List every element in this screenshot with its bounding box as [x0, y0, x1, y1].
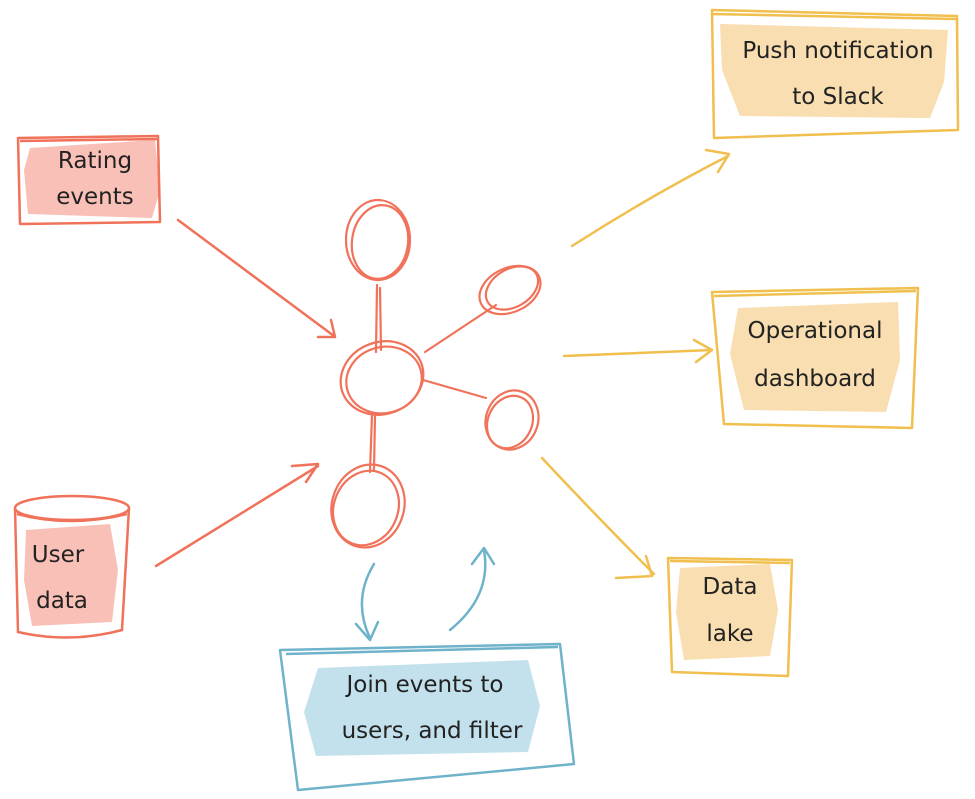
data-lake-border — [666, 556, 794, 678]
edge-rating-to-hub — [176, 218, 337, 339]
database-cylinder-icon — [13, 494, 131, 639]
operational-dashboard-border — [710, 286, 920, 430]
join-filter-label-line1: Join events to — [344, 672, 503, 698]
push-notification-label-line2: to Slack — [792, 84, 884, 110]
rating-events-border — [16, 134, 162, 226]
rating-events-highlight — [24, 140, 160, 218]
rating-events-label-line2: events — [56, 184, 134, 210]
push-notification-border — [710, 8, 960, 140]
data-lake-label-line2: lake — [706, 621, 753, 647]
user-data-highlight — [24, 524, 118, 626]
operational-dashboard-node[interactable]: Operational dashboard — [710, 286, 920, 430]
edge-hub-to-datalake — [540, 456, 656, 580]
rating-events-label-line1: Rating — [58, 148, 132, 174]
join-filter-highlight — [304, 660, 540, 756]
push-notification-highlight — [720, 24, 948, 118]
operational-dashboard-label-line1: Operational — [748, 318, 883, 344]
push-notification-label-line1: Push notification — [742, 38, 933, 64]
rating-events-node[interactable]: Rating events — [16, 134, 162, 226]
data-lake-node[interactable]: Data lake — [666, 556, 794, 678]
data-lake-highlight — [676, 564, 778, 660]
join-filter-label-line2: users, and filter — [342, 718, 523, 744]
operational-dashboard-label-line2: dashboard — [754, 366, 876, 392]
edge-userdata-to-hub — [154, 462, 320, 568]
operational-dashboard-highlight — [730, 302, 900, 412]
user-data-node[interactable]: User data — [13, 494, 131, 639]
join-filter-node[interactable]: Join events to users, and filter — [278, 642, 576, 792]
edge-hub-to-push — [570, 148, 731, 248]
user-data-label-line1: User — [32, 542, 85, 568]
join-filter-border — [278, 642, 576, 792]
user-data-label-line2: data — [36, 588, 88, 614]
push-notification-node[interactable]: Push notification to Slack — [710, 8, 960, 140]
data-lake-label-line1: Data — [703, 574, 758, 600]
edge-hub-to-dashboard — [562, 338, 714, 364]
edge-join-to-hub — [448, 546, 496, 632]
cluster-nodes-icon — [330, 198, 542, 549]
edge-hub-to-join — [354, 562, 380, 642]
